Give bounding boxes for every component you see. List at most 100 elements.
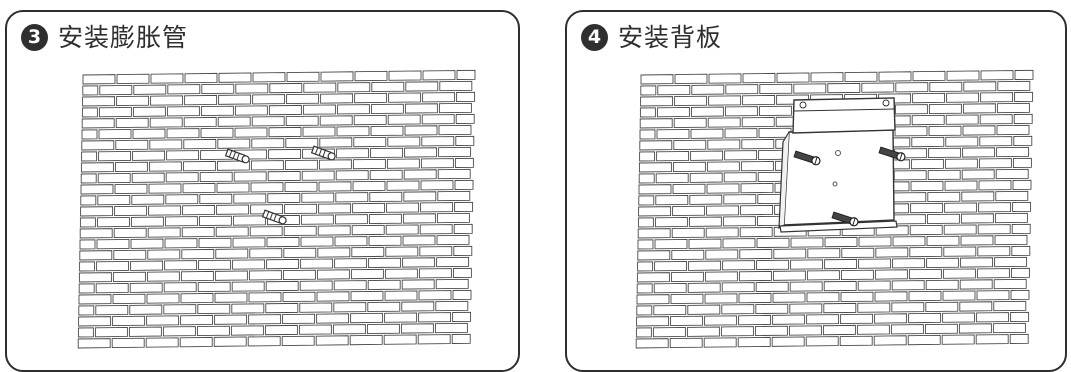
brick [654, 260, 688, 272]
brick [657, 84, 691, 96]
brick [133, 84, 167, 95]
brick [721, 282, 755, 293]
brick [98, 150, 132, 162]
brick [334, 214, 368, 225]
brick [248, 270, 282, 281]
brick [996, 146, 1030, 158]
brick [741, 138, 775, 150]
expansion-tube-icon [224, 148, 250, 164]
brick [349, 334, 383, 346]
brick [80, 173, 97, 184]
brick [285, 137, 319, 149]
brick [182, 160, 216, 172]
brick [893, 192, 927, 203]
brick [708, 73, 742, 84]
brick [436, 234, 470, 246]
brick [928, 147, 962, 158]
brick [300, 214, 334, 225]
brick [404, 147, 438, 158]
brick [776, 72, 810, 83]
brick [772, 292, 806, 303]
brick [773, 248, 807, 259]
brick [894, 104, 928, 115]
brick [929, 81, 963, 92]
brick [148, 161, 182, 172]
brick [908, 290, 942, 302]
brick [704, 271, 738, 282]
brick [198, 259, 232, 271]
brick [201, 83, 235, 95]
brick [806, 270, 840, 281]
brick [451, 333, 471, 344]
brick [80, 195, 97, 206]
expansion-tube-icon [261, 209, 287, 225]
brick [197, 303, 231, 315]
brick [959, 301, 993, 312]
brick [248, 314, 282, 325]
brick [456, 91, 476, 102]
brick [454, 201, 474, 212]
brick [420, 202, 454, 213]
brick [167, 84, 201, 95]
brick [824, 258, 858, 270]
brick [945, 136, 979, 147]
brick [840, 291, 874, 303]
back-plate [778, 97, 898, 233]
brick [81, 151, 98, 162]
brick [943, 246, 977, 257]
brick [979, 136, 1013, 147]
brick [655, 172, 689, 184]
brick [353, 114, 387, 126]
brick [268, 148, 302, 160]
brick [196, 325, 230, 337]
brick [637, 228, 671, 239]
brick [978, 158, 1012, 169]
brick [722, 216, 756, 227]
brick [352, 180, 386, 192]
brick [231, 281, 265, 292]
brick [387, 114, 421, 125]
brick [183, 138, 217, 150]
brick [725, 84, 759, 95]
brick [164, 216, 198, 227]
brick [181, 248, 215, 260]
brick [79, 239, 96, 250]
brick [336, 126, 370, 137]
brick [317, 225, 351, 236]
brick [232, 237, 266, 248]
brick [78, 316, 112, 327]
brick [960, 257, 994, 268]
brick [267, 170, 301, 182]
brick [316, 291, 350, 302]
brick [739, 226, 773, 238]
brick [247, 336, 281, 347]
brick [370, 147, 404, 158]
brick [910, 180, 944, 192]
brick [807, 248, 841, 259]
brick [1012, 157, 1032, 168]
brick [1011, 245, 1031, 256]
brick [823, 302, 857, 314]
brick [370, 103, 404, 114]
brick [367, 301, 401, 312]
brick [944, 180, 978, 191]
brick [946, 70, 980, 81]
brick [771, 336, 805, 347]
brick [99, 84, 133, 96]
brick [438, 146, 472, 158]
brick [79, 250, 113, 261]
brick [439, 80, 473, 92]
brick [234, 105, 268, 116]
brick [841, 247, 875, 259]
brick [404, 103, 438, 114]
brick [722, 238, 756, 249]
step-3-panel: 3 安装膨胀管 [5, 10, 520, 372]
brick [418, 312, 452, 323]
brick [97, 194, 131, 206]
brick [354, 92, 388, 104]
brick [112, 271, 146, 283]
brick [638, 184, 672, 195]
brick [303, 82, 337, 93]
brick [1013, 113, 1033, 124]
brick [942, 290, 976, 301]
